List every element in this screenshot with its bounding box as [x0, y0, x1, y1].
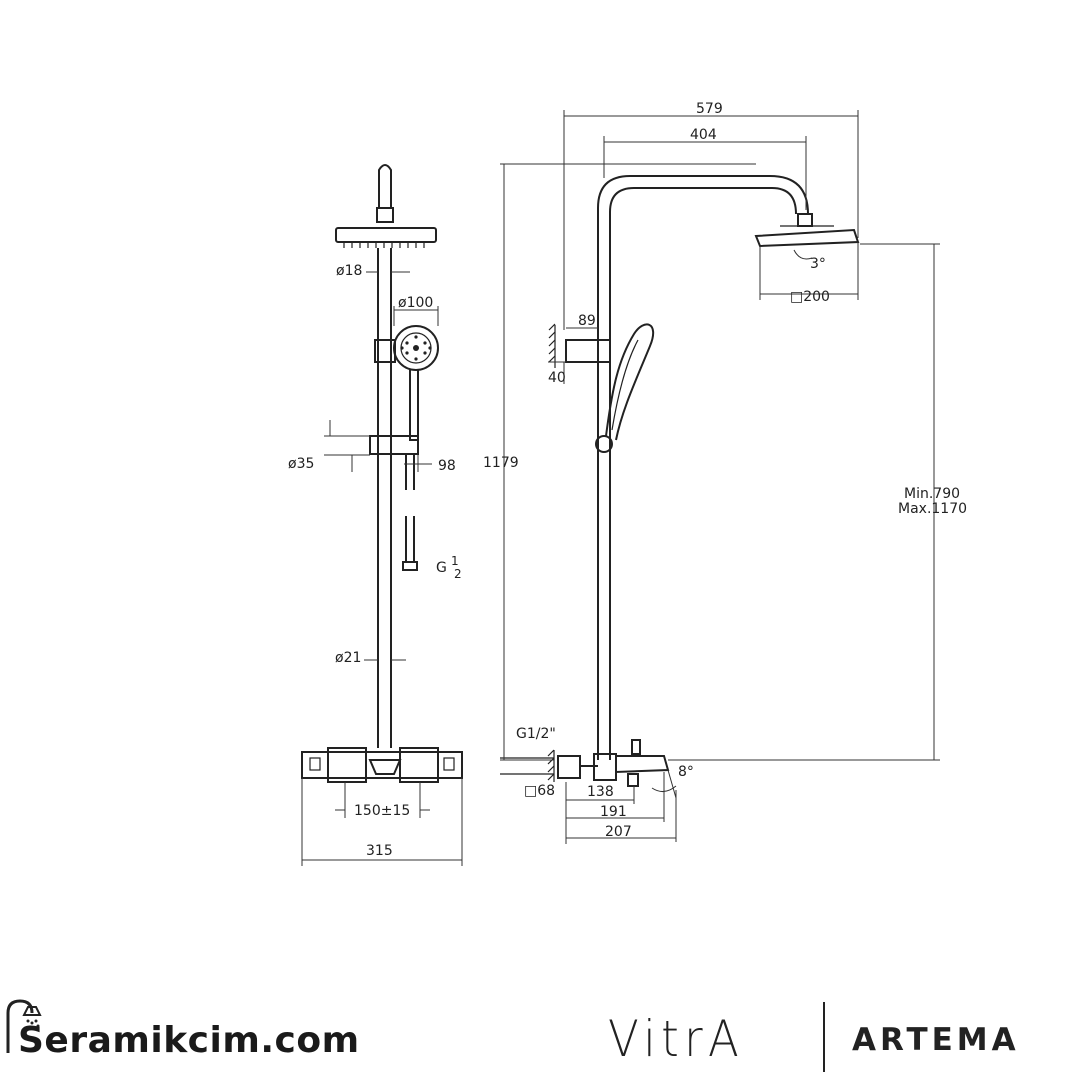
- label-thread-den: 2: [454, 567, 462, 581]
- front-head-connector: [376, 207, 394, 223]
- side-view: [500, 110, 940, 844]
- front-arm: [378, 164, 392, 208]
- dim-holder-offset: [404, 455, 432, 472]
- label-thread-num: 1: [451, 554, 459, 568]
- label-pipe-diameter: ø18: [336, 263, 362, 279]
- label-spout-angle: 8°: [678, 764, 694, 780]
- label-handshower-diameter: ø100: [398, 295, 433, 311]
- dim-handshower-diameter: [393, 306, 439, 326]
- label-spout-depth-1: 191: [600, 804, 627, 820]
- dim-overall-reach: [563, 110, 859, 330]
- side-shower-head: [754, 228, 860, 248]
- label-rosette: □68: [524, 783, 555, 799]
- label-holder-offset: 98: [438, 458, 456, 474]
- side-diverter: [631, 739, 641, 755]
- front-holder: [369, 435, 419, 455]
- label-arm-reach: 404: [690, 127, 717, 143]
- dim-depths: [565, 772, 677, 844]
- dim-height-range: [668, 243, 940, 761]
- dim-inlet-spacing: [335, 782, 430, 818]
- front-valve-body: [301, 751, 463, 779]
- front-hose-nut: [402, 561, 418, 571]
- dim-arm-reach: [603, 136, 807, 210]
- label-spout-depth-2: 207: [605, 824, 632, 840]
- label-height-min: Min.790: [904, 486, 960, 502]
- side-rosette: [557, 755, 581, 779]
- dim-total-height: [500, 163, 756, 761]
- front-center-outlet: [368, 759, 402, 775]
- dim-total-width: [301, 778, 463, 866]
- label-holder-diameter: ø35: [288, 456, 314, 472]
- side-riser-outer: [597, 175, 809, 760]
- label-overall-reach: 579: [696, 101, 723, 117]
- label-head-size: □200: [790, 289, 830, 305]
- side-wall-bracket: [565, 339, 611, 363]
- brand-divider: [823, 1002, 825, 1072]
- label-total-width: 315: [366, 843, 393, 859]
- wall-hatch-top: [548, 323, 556, 368]
- dim-bracket: [548, 327, 598, 384]
- label-total-height: 1179: [483, 455, 519, 471]
- label-height-max: Max.1170: [898, 501, 967, 517]
- side-head-connector: [797, 213, 813, 227]
- collection-name: ARTEMA: [852, 1022, 1020, 1058]
- site-name: Seramikcim.com: [18, 1020, 360, 1061]
- label-inlet-thread: G1/2": [516, 726, 556, 742]
- label-inlet-spacing: 150±15: [354, 803, 410, 819]
- front-handshower-head: [393, 325, 439, 371]
- front-right-knob: [399, 747, 439, 783]
- front-left-knob: [327, 747, 367, 783]
- side-hose-connector: [595, 435, 613, 453]
- label-head-tilt: 3°: [810, 256, 826, 272]
- front-shower-head: [335, 227, 437, 243]
- label-thread: G: [436, 560, 447, 576]
- side-spout: [615, 755, 670, 774]
- brand-logo: VitrA: [608, 1010, 745, 1068]
- dim-head-tilt-arc: [793, 249, 813, 260]
- wall-hatch-bottom: [547, 749, 555, 782]
- label-riser-diameter: ø21: [335, 650, 361, 666]
- front-view: [301, 164, 463, 866]
- shower-logo-icon: [6, 999, 42, 1053]
- label-bracket-depth: 89: [578, 313, 596, 329]
- dim-head-size: [759, 242, 859, 300]
- front-head-nozzles: [343, 242, 425, 248]
- front-handshower-handle: [409, 370, 419, 441]
- label-valve-depth: 138: [587, 784, 614, 800]
- label-bracket-height: 40: [548, 370, 566, 386]
- side-spout-knob: [627, 773, 639, 787]
- dim-holder-diameter: [324, 420, 370, 472]
- side-riser-inner: [609, 187, 797, 760]
- side-handshower: [605, 323, 655, 441]
